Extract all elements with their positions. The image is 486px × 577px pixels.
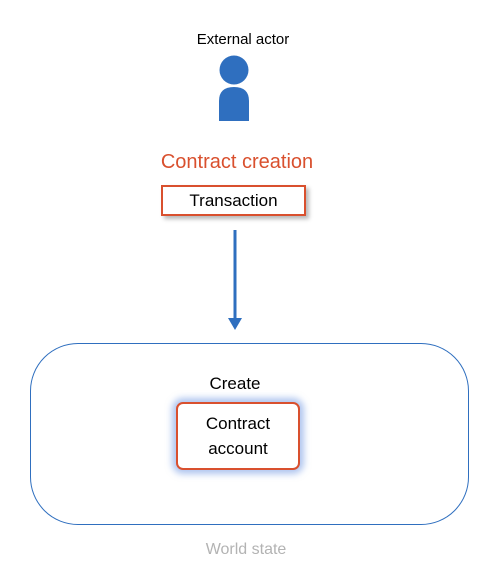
- arrow-head: [228, 318, 242, 330]
- person-head: [219, 55, 249, 85]
- transaction-label: Transaction: [189, 190, 278, 210]
- person-body: [219, 87, 249, 121]
- contract-account-box: Contract account: [176, 402, 300, 470]
- external-actor-label: External actor: [196, 31, 290, 48]
- diagram-title: Contract creation: [160, 151, 314, 173]
- contract-account-line2: account: [208, 439, 268, 458]
- person-icon: [219, 55, 249, 121]
- create-label: Create: [209, 374, 261, 393]
- arrow-down-icon: [228, 230, 242, 330]
- contract-account-line1: Contract: [205, 414, 271, 433]
- world-state-label: World state: [205, 541, 287, 558]
- transaction-box: Transaction: [161, 185, 306, 216]
